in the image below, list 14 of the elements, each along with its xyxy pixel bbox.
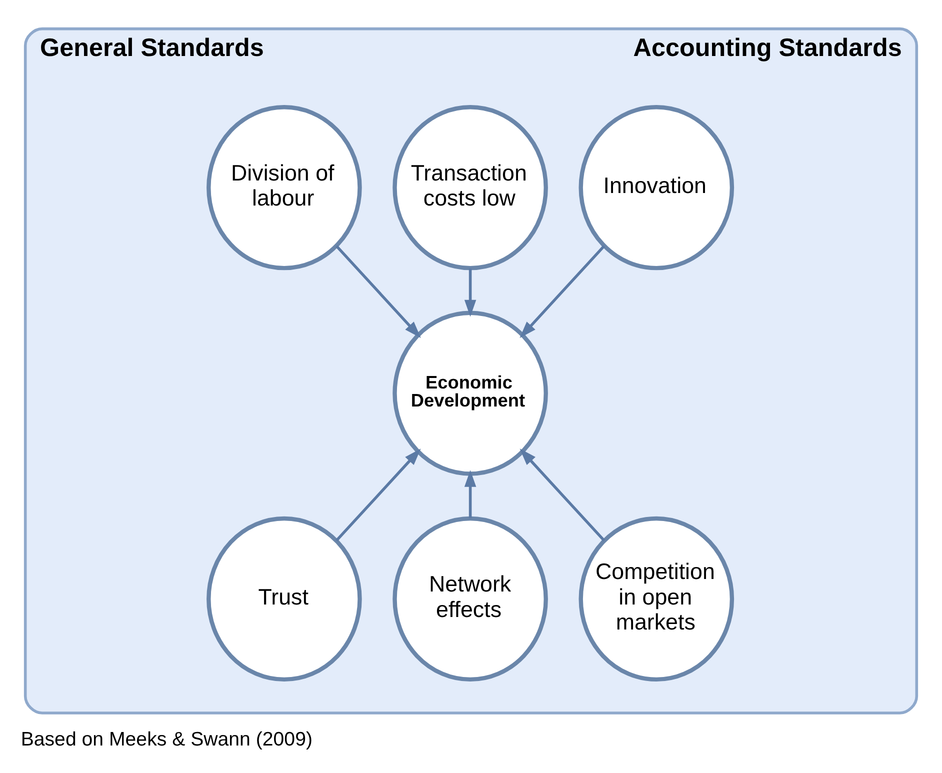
node-circle: Network effects (392, 516, 548, 682)
node-circle: Transaction costs low (392, 104, 548, 270)
arrow (464, 268, 476, 316)
arrow (336, 244, 421, 338)
node-circle: Division of labour (206, 104, 362, 270)
arrow (520, 448, 606, 542)
arrow (335, 448, 421, 542)
caption: Based on Meeks & Swann (2009) (20, 728, 312, 750)
node-circle: Economic Development (392, 310, 548, 476)
node-circle: Innovation (578, 104, 734, 270)
arrow (464, 470, 476, 518)
node-circle: Competition in open markets (578, 516, 734, 682)
arrow (520, 244, 606, 338)
node-circle: Trust (206, 516, 362, 682)
